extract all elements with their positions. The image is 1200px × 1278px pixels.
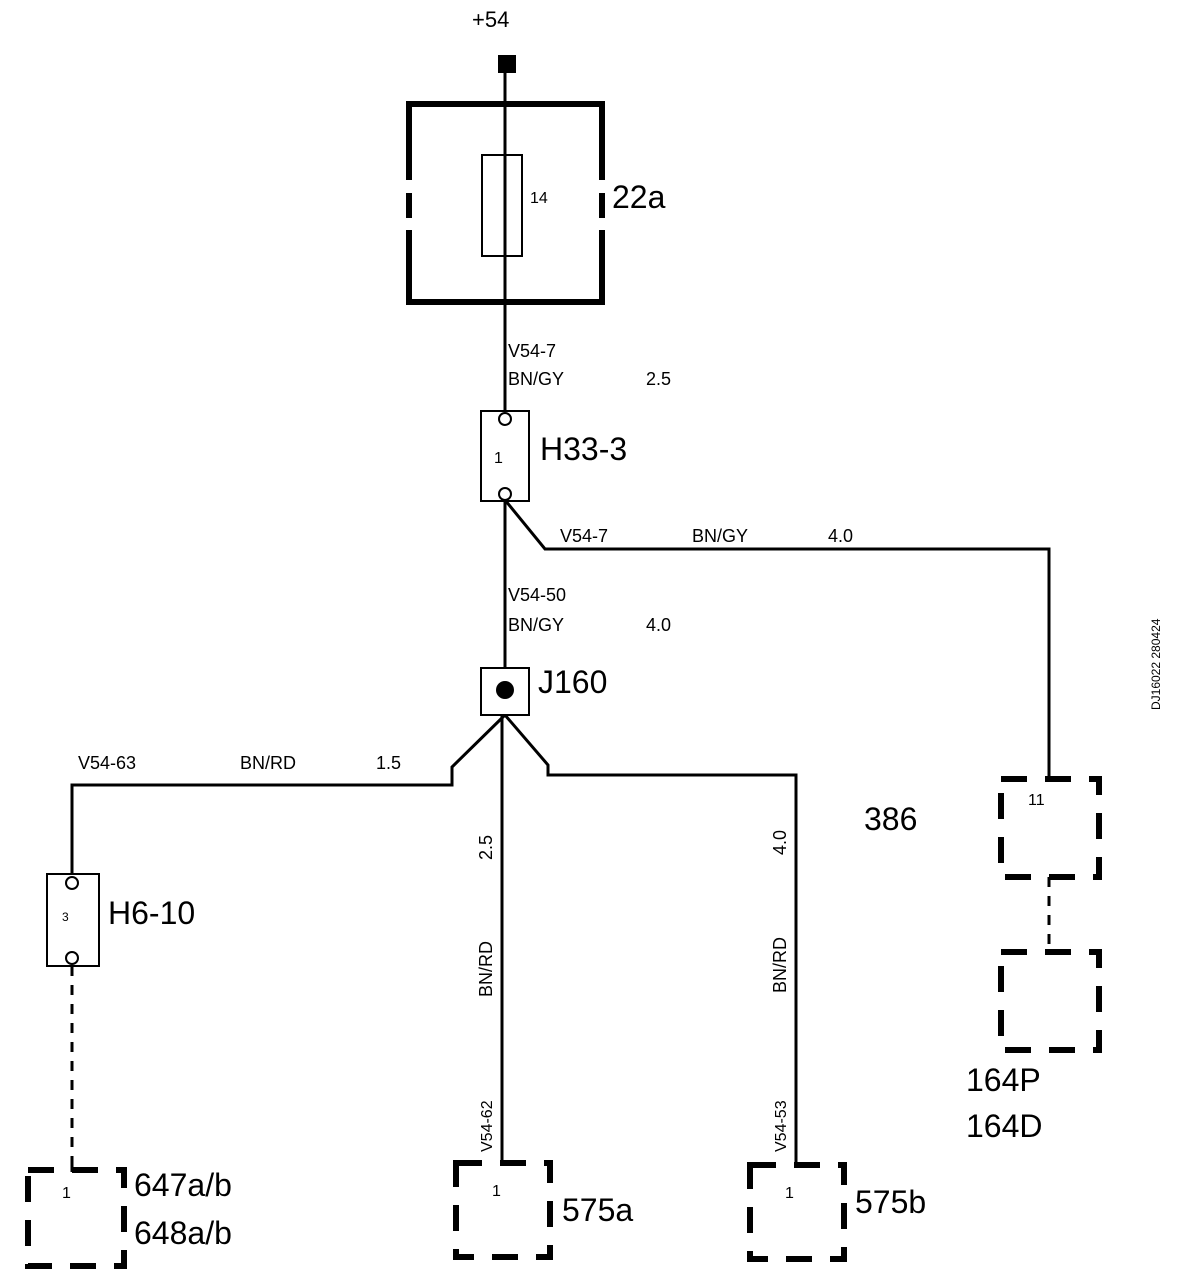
wire-fuse-h33-size: 2.5: [646, 369, 671, 389]
component-386-box: [998, 776, 1102, 880]
component-575a-box: [453, 1160, 553, 1260]
component-647-box: [25, 1167, 127, 1269]
wire-j160-to-h6: [70, 713, 507, 876]
h6-top-terminal: [65, 876, 79, 890]
wire-right-color: BN/RD: [770, 937, 790, 993]
wire-h33-right-id: V54-7: [560, 526, 608, 546]
component-647-pin: 1: [62, 1185, 71, 1202]
drawing-id: DJ16022 280424: [1149, 618, 1163, 710]
component-386-label: 386: [864, 801, 917, 837]
component-386-pin: 11: [1028, 792, 1045, 809]
h6-pin: 3: [62, 910, 69, 924]
component-575b-box: [747, 1162, 847, 1262]
wire-h33-j160-id: V54-50: [508, 585, 566, 605]
wire-h33-to-386: [503, 499, 1051, 778]
supply-terminal: [498, 55, 516, 73]
h33-top-terminal: [498, 412, 512, 426]
wire-mid-color: BN/RD: [476, 941, 496, 997]
wire-h33-right-size: 4.0: [828, 526, 853, 546]
supply-label: +54: [472, 7, 509, 32]
wire-h33-j160-color: BN/GY: [508, 615, 564, 635]
component-575a-label: 575a: [562, 1192, 633, 1228]
h6-bottom-terminal: [65, 951, 79, 965]
j160-label: J160: [538, 664, 607, 700]
component-647-label-1: 647a/b: [134, 1167, 232, 1203]
h33-bottom-terminal: [498, 487, 512, 501]
component-647-label-2: 648a/b: [134, 1215, 232, 1251]
wire-j160-to-575b: [503, 714, 798, 1162]
fuse-box-label: 22a: [612, 179, 666, 215]
fuse-number: 14: [530, 190, 548, 207]
component-164-label-1: 164P: [966, 1062, 1041, 1098]
wire-right-id: V54-53: [773, 1100, 790, 1152]
wire-mid-size: 2.5: [476, 835, 496, 860]
component-164-label-2: 164D: [966, 1108, 1043, 1144]
wire-left-color: BN/RD: [240, 753, 296, 773]
wire-right-size: 4.0: [770, 830, 790, 855]
fuse-element: [481, 154, 523, 257]
h33-label: H33-3: [540, 431, 627, 467]
component-164-box: [998, 949, 1102, 1053]
component-575b-pin: 1: [785, 1185, 794, 1202]
wire-fuse-h33-color: BN/GY: [508, 369, 564, 389]
wire-left-id: V54-63: [78, 753, 136, 773]
component-575b-label: 575b: [855, 1184, 926, 1220]
component-575a-pin: 1: [492, 1183, 501, 1200]
wire-h33-right-color: BN/GY: [692, 526, 748, 546]
h6-label: H6-10: [108, 895, 195, 931]
wire-mid-id: V54-62: [479, 1100, 496, 1152]
wire-h33-j160-size: 4.0: [646, 615, 671, 635]
j160-junction-dot: [496, 681, 514, 699]
wire-fuse-h33-id: V54-7: [508, 341, 556, 361]
wire-left-size: 1.5: [376, 753, 401, 773]
h33-pin: 1: [494, 450, 503, 467]
